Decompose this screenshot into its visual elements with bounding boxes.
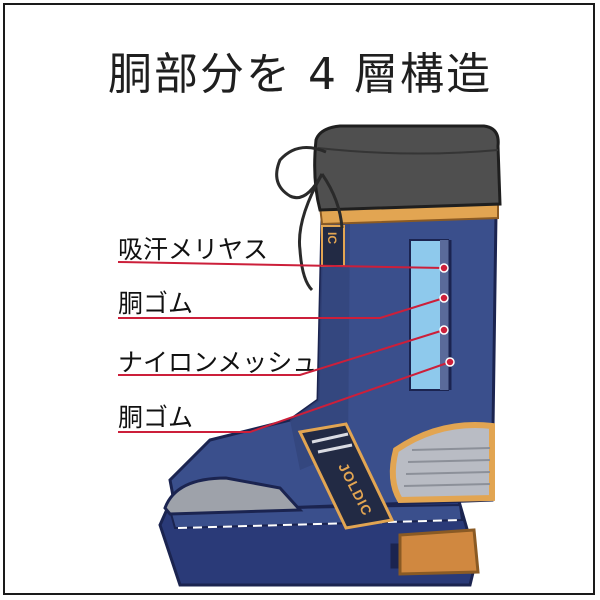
heel-panel-ribs xyxy=(403,447,491,487)
page-title: 胴部分を 4 層構造 xyxy=(108,49,492,100)
boot-toe-cap xyxy=(163,476,304,516)
layer-window-knit xyxy=(440,240,450,390)
leader-lines xyxy=(117,261,451,433)
collar-tag-text: IC xyxy=(325,232,339,244)
sole-stitching xyxy=(177,519,461,529)
leader-dots xyxy=(439,263,455,367)
image-frame xyxy=(3,3,595,595)
layer-label-body-rubber-inner: 胴ゴム xyxy=(118,403,194,432)
layer-label-nylon-mesh: ナイロンメッシュ xyxy=(118,348,318,377)
heel-panel xyxy=(389,422,495,504)
layer-label-body-rubber-outer: 胴ゴム xyxy=(118,289,194,318)
ankle-strap-lines xyxy=(311,432,353,454)
cuff-fold xyxy=(317,147,499,155)
layer-label-moisture-knit: 吸汗メリヤス xyxy=(118,235,269,264)
boot-shaft-shadow xyxy=(290,222,350,470)
boot-cuff xyxy=(313,124,502,212)
boot-heel xyxy=(398,528,480,576)
drawstring xyxy=(275,146,344,292)
